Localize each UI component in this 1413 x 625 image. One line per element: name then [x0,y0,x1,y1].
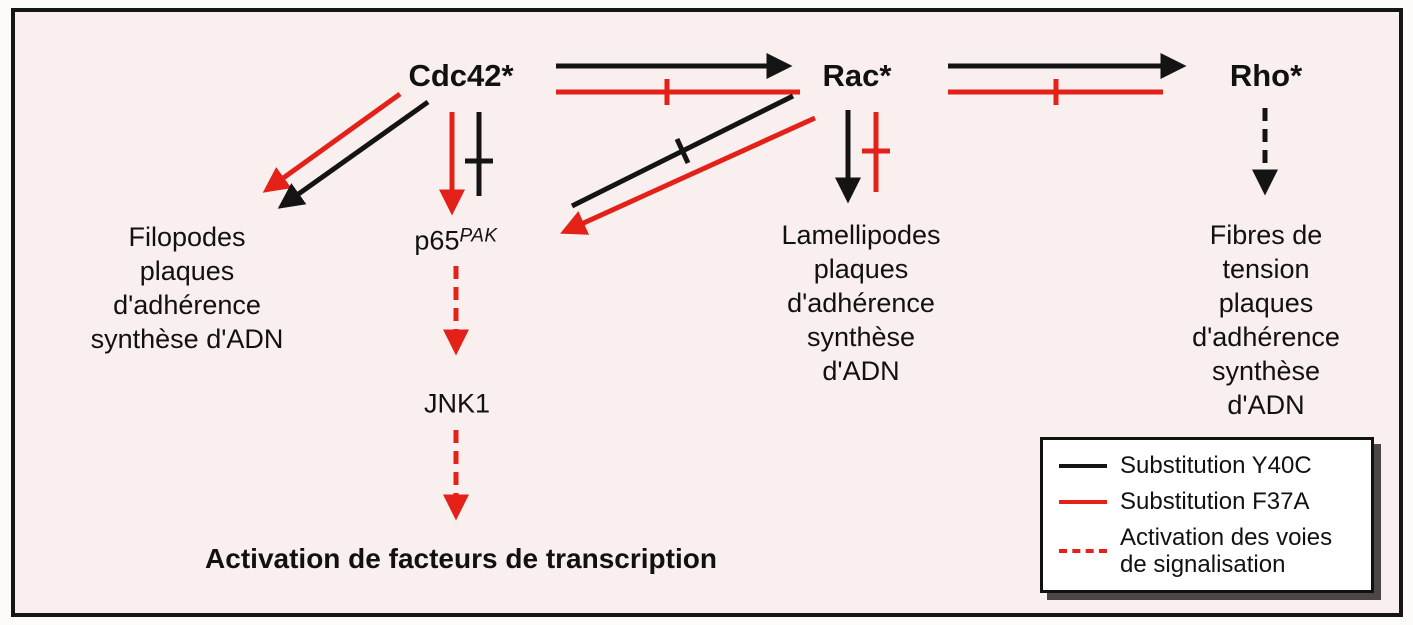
node-rac: Rac* [822,58,892,93]
red-dashed-line-icon [1059,549,1107,553]
node-p65pak: p65PAK [414,226,497,257]
legend-label: Substitution F37A [1120,488,1310,515]
outcome-line: plaques [139,256,235,286]
outcome-fibres-de-tension: Fibres de tension plaques d'adhérence sy… [1192,218,1340,422]
outcome-line: d'adhérence [1192,322,1340,352]
outcome-line: synthèse [806,322,916,352]
outcome-line: d'adhérence [787,288,935,318]
outcome-filopodes: Filopodes plaques d'adhérence synthèse d… [91,220,284,356]
block-tick-rac-p65-icon [674,137,691,165]
outcome-line: plaques [1218,288,1314,318]
outcome-line: d'ADN [822,356,900,386]
outcome-line: Fibres de [1209,220,1323,250]
legend-label-line1: Activation des voies [1120,524,1333,551]
outcome-lamellipodes: Lamellipodes plaques d'adhérence synthès… [781,218,940,388]
legend-label-line2: de signalisation [1120,551,1286,578]
legend-label: Substitution Y40C [1120,452,1312,479]
arrow-rac-to-p65-red [560,115,817,235]
p65-base: p65 [414,225,460,256]
arrow-cdc42-to-filopodes-red [262,91,402,193]
outcome-line: synthèse [1211,356,1321,386]
legend-label: Activation des voies de signalisation [1120,524,1332,578]
outcome-line: synthèse d'ADN [90,324,284,354]
outcome-line: d'adhérence [113,290,261,320]
red-solid-line-icon [1059,500,1107,504]
legend-item-activation: Activation des voies de signalisation [1059,524,1361,578]
black-solid-line-icon [1059,464,1107,468]
p65-superscript: PAK [459,225,498,247]
outcome-line: plaques [813,254,909,284]
legend-item-y40c: Substitution Y40C [1059,452,1361,480]
outcome-line: Lamellipodes [781,220,941,250]
outcome-line: tension [1222,254,1310,284]
arrow-cdc42-to-filopodes-black [277,99,430,209]
legend-item-f37a: Substitution F37A [1059,488,1361,516]
node-cdc42: Cdc42* [408,58,514,93]
node-rho: Rho* [1229,58,1303,93]
outcome-line: Filopodes [128,222,246,252]
transcription-activation-label: Activation de facteurs de transcription [205,543,717,574]
outcome-line: d'ADN [1227,390,1305,420]
legend-box: Substitution Y40C Substitution F37A Acti… [1040,437,1374,593]
node-jnk1: JNK1 [423,388,491,419]
